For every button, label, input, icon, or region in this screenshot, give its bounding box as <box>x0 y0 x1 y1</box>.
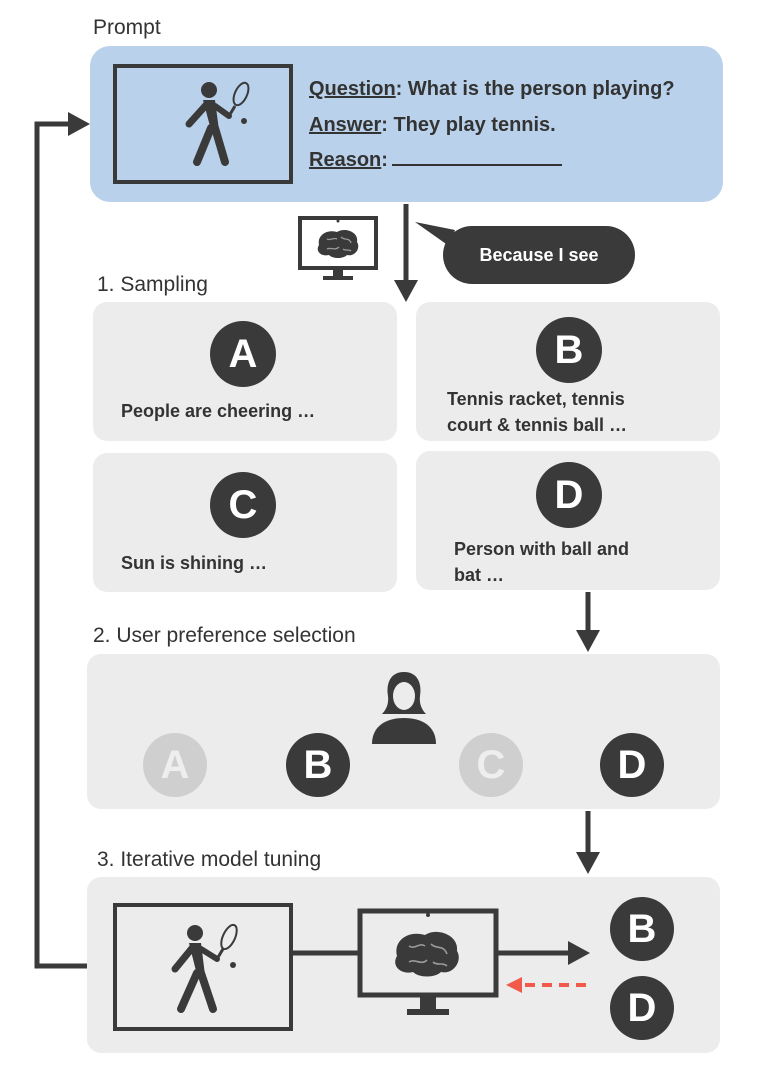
sample-a-badge: A <box>210 321 276 387</box>
tuning-image-frame <box>113 903 293 1031</box>
tuning-output-d: D <box>610 976 674 1040</box>
reason-key: Reason <box>309 149 382 171</box>
sample-d-badge: D <box>536 462 602 528</box>
sample-c-badge: C <box>210 472 276 538</box>
reason-text: : <box>381 149 388 171</box>
reason-blank <box>391 148 562 166</box>
answer-text: : They play tennis. <box>381 114 556 136</box>
answer-key: Answer <box>309 114 382 136</box>
sampling-title: 1. Sampling <box>97 273 208 296</box>
question-text: : What is the person playing? <box>395 78 675 100</box>
question-key: Question <box>309 78 396 100</box>
tennis-player-icon <box>185 81 250 166</box>
sample-b-text-line2: court & tennis ball … <box>447 415 628 435</box>
sample-c-text: Sun is shining … <box>121 553 268 573</box>
preference-title: 2. User preference selection <box>93 624 356 647</box>
arrowhead-tuning <box>576 852 600 874</box>
sample-b-text-line1: Tennis racket, tennis <box>447 389 625 409</box>
tuning-title: 3. Iterative model tuning <box>97 848 322 871</box>
sample-d-text-line1: Person with ball and <box>454 539 630 559</box>
brain-monitor-icon <box>298 216 378 280</box>
sample-a-text: People are cheering … <box>121 401 316 421</box>
prompt-reason: Reason: <box>309 148 562 172</box>
arrowhead-loop <box>68 112 90 136</box>
sample-d-text-line2: bat … <box>454 565 505 585</box>
preference-option-c: C <box>459 733 523 797</box>
preference-option-a: A <box>143 733 207 797</box>
prompt-question: Question: What is the person playing? <box>309 78 675 101</box>
prompt-panel <box>90 46 723 202</box>
feedback-arrowhead <box>506 977 522 993</box>
arrowhead-sampling <box>394 280 418 302</box>
tuning-output-b: B <box>610 897 674 961</box>
bubble-tail <box>415 222 455 246</box>
tennis-player-icon <box>171 923 238 1013</box>
arrowhead-outputs <box>568 941 590 965</box>
prompt-title: Prompt <box>93 16 161 39</box>
prompt-image-frame <box>113 64 293 184</box>
preference-option-b: B <box>286 733 350 797</box>
sample-b-badge: B <box>536 317 602 383</box>
arrowhead-preference <box>576 630 600 652</box>
loop-back-arrow <box>34 121 87 969</box>
preference-option-d: D <box>600 733 664 797</box>
model-speech-bubble: Because I see <box>443 226 635 284</box>
prompt-answer: Answer: They play tennis. <box>309 114 556 137</box>
user-icon <box>372 672 436 744</box>
